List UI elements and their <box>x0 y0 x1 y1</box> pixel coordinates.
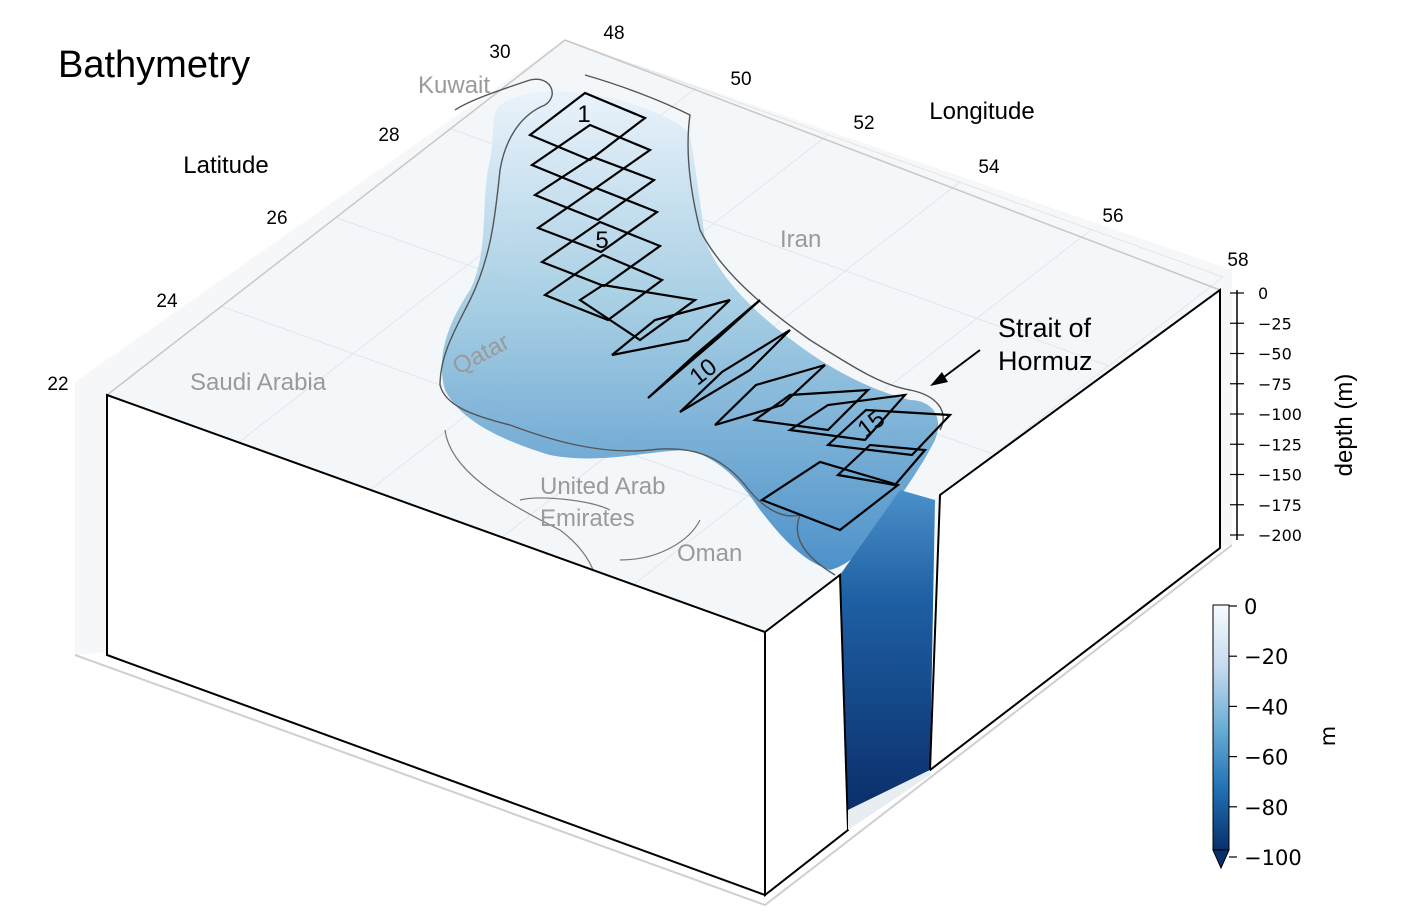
region-box <box>835 443 928 487</box>
colorbar-ticks: 0 −20 −40 −60 −80 −100 <box>1229 595 1302 870</box>
annotation-arrow-head <box>930 372 948 386</box>
region-label: 5 <box>595 227 608 254</box>
trench-floor <box>848 770 930 830</box>
region-box <box>532 155 657 222</box>
depth-tick-label: −100 <box>1258 405 1302 424</box>
depth-tick-label: −125 <box>1258 435 1302 454</box>
border-lines <box>444 429 701 576</box>
region-box <box>679 329 791 413</box>
latitude-tick-label: 24 <box>156 291 178 312</box>
figure-title: Bathymetry <box>58 44 250 86</box>
colorbar-tick-label: −60 <box>1244 746 1288 770</box>
latitude-axis-line <box>106 39 566 396</box>
region-box <box>647 299 761 399</box>
front-face-right <box>764 573 850 898</box>
colorbar-tick-label: −100 <box>1244 846 1302 870</box>
longitude-tick-label: 50 <box>730 69 751 90</box>
region-box <box>539 220 663 288</box>
region-box <box>611 298 731 357</box>
annotation-line2: Hormuz <box>998 346 1093 376</box>
front-face-right2 <box>928 288 1221 773</box>
region-box <box>759 460 901 532</box>
gulf-water <box>441 91 939 570</box>
latitude-tick-label: 26 <box>266 208 287 229</box>
region-box <box>529 123 653 192</box>
colorbar-label: m <box>1316 726 1340 746</box>
country-label-saudi-arabia: Saudi Arabia <box>190 369 327 396</box>
annotation-line1: Strait of <box>998 313 1092 343</box>
depth-tick-label: −175 <box>1258 496 1302 515</box>
region-box <box>535 186 660 254</box>
colorbar-tick-label: 0 <box>1244 595 1257 619</box>
depth-ticks: 0 −25 −50 −75 −100 −125 −150 −175 −200 <box>1230 284 1302 545</box>
latitude-tick-label: 30 <box>489 42 510 63</box>
country-label-iran: Iran <box>780 226 821 253</box>
region-box <box>786 393 908 442</box>
floor-edge <box>74 544 1233 907</box>
deep-trench <box>840 490 935 810</box>
longitude-axis-line <box>564 39 1221 291</box>
country-label-uae-line1: United Arab <box>540 473 665 500</box>
coastline-iran <box>584 74 944 431</box>
depth-axis-label: depth (m) <box>1331 374 1358 477</box>
colorbar-tick-label: −20 <box>1244 645 1288 669</box>
depth-tick-label: −150 <box>1258 466 1302 485</box>
longitude-tick-label: 58 <box>1227 250 1248 271</box>
depth-tick-label: −50 <box>1258 345 1292 364</box>
longitude-axis-label: Longitude <box>929 98 1034 125</box>
region-box <box>578 283 698 342</box>
longitude-tick-label: 56 <box>1102 206 1123 227</box>
annotation-arrow-shaft <box>939 349 981 381</box>
depth-tick-label: 0 <box>1258 284 1268 303</box>
longitude-tick-label: 48 <box>603 23 624 44</box>
depth-tick-label: −200 <box>1258 526 1302 545</box>
colorbar-tick-label: −80 <box>1244 796 1288 820</box>
region-label: 1 <box>577 101 590 128</box>
depth-tick-label: −75 <box>1258 375 1292 394</box>
region-box <box>714 363 826 427</box>
longitude-tick-label: 52 <box>853 113 874 134</box>
region-box <box>825 408 953 457</box>
latitude-tick-label: 22 <box>47 374 68 395</box>
region-box <box>527 91 648 162</box>
latitude-ticks: 22 24 26 28 30 <box>47 42 510 395</box>
longitude-ticks: 48 50 52 54 56 58 <box>603 23 1248 271</box>
colorbar-extend-arrow <box>1212 849 1230 870</box>
coastline <box>439 78 836 576</box>
colorbar-tick-label: −40 <box>1244 695 1288 719</box>
country-label-oman: Oman <box>677 540 742 567</box>
depth-tick-label: −25 <box>1258 314 1292 333</box>
longitude-tick-label: 54 <box>978 157 1000 178</box>
region-box <box>542 253 665 322</box>
latitude-axis-label: Latitude <box>183 152 268 179</box>
gridline-lat <box>564 39 1224 278</box>
latitude-tick-label: 28 <box>378 125 399 146</box>
colorbar <box>1212 604 1230 851</box>
region-box <box>752 388 871 432</box>
country-label-uae-line2: Emirates <box>540 505 635 532</box>
country-label-kuwait: Kuwait <box>418 72 490 99</box>
